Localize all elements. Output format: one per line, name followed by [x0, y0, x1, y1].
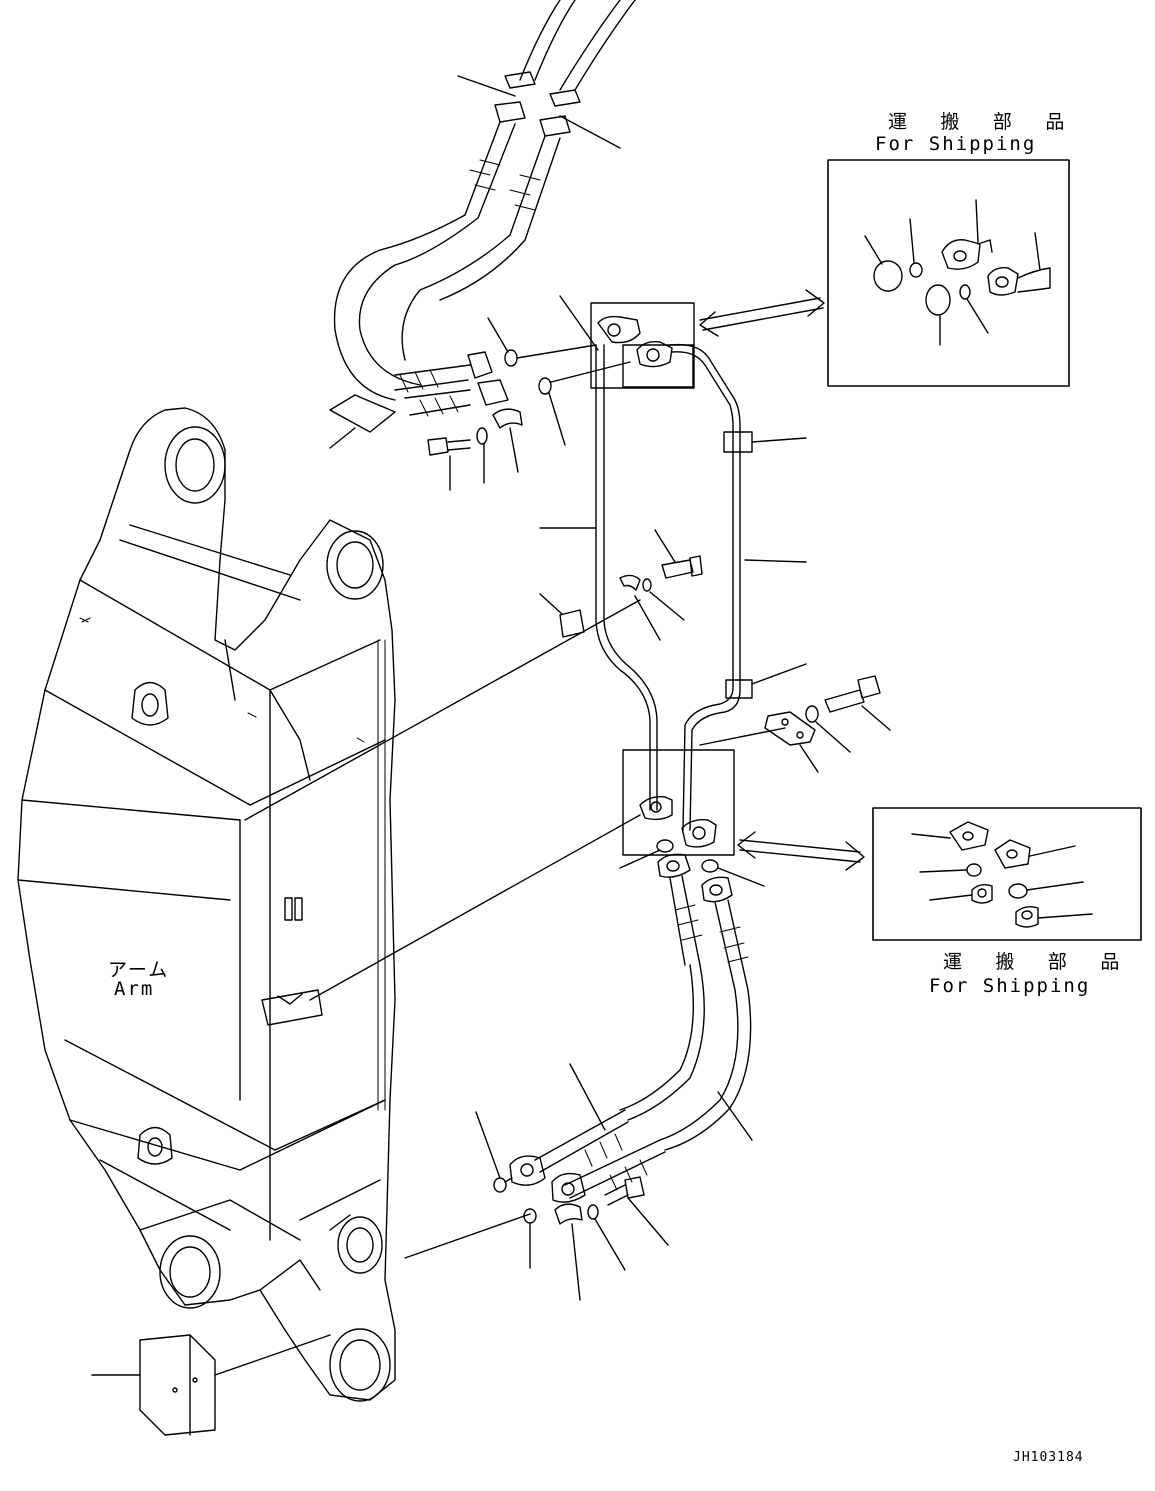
- steel-tubes: [245, 296, 806, 830]
- shipping-panel-bottom: [873, 808, 1141, 940]
- block-part: [92, 1335, 330, 1435]
- shipping-title-bottom-jp: 運 搬 部 品: [943, 951, 1131, 973]
- shipping-title-top-jp: 運 搬 部 品: [888, 111, 1076, 133]
- side-bolt-plate: [765, 676, 890, 772]
- shipping-panel-top: [828, 160, 1069, 386]
- arm-body: [18, 408, 395, 1401]
- arm-label-en: Arm: [114, 978, 155, 1000]
- arm-label-jp: アーム: [108, 959, 170, 981]
- shipping-title-bottom-en: For Shipping: [929, 975, 1091, 997]
- lower-tube-ends: [310, 728, 785, 1000]
- lower-hoses: [405, 840, 764, 1300]
- drawing-number: JH103184: [1013, 1450, 1084, 1465]
- upper-hoses: [330, 0, 635, 448]
- shipping-title-top-en: For Shipping: [875, 133, 1037, 155]
- shipping-arrows: [700, 290, 864, 870]
- upper-fittings: [428, 318, 630, 490]
